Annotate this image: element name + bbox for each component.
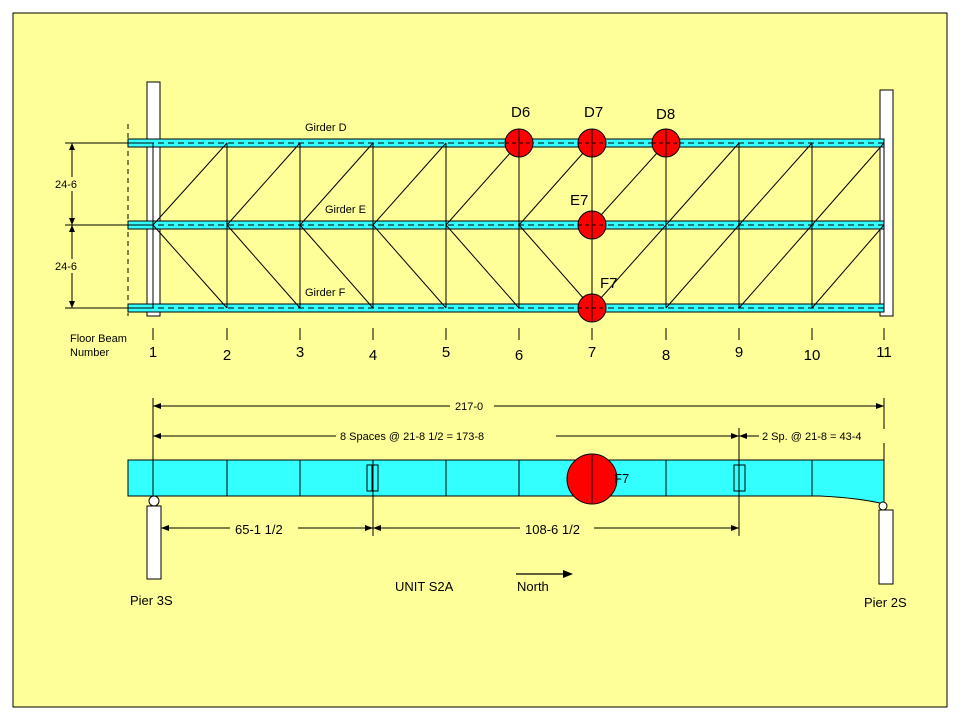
floor-beam-number: 8	[662, 347, 670, 364]
lateral-diagonal	[811, 224, 885, 309]
pier-2s-label: Pier 2S	[864, 595, 907, 610]
floor-beam-number: 2	[223, 347, 231, 364]
marker-label-d7: D7	[584, 104, 603, 121]
lateral-diagonal	[518, 224, 593, 309]
lateral-diagonal	[665, 142, 740, 226]
spaces-dim-left: 8 Spaces @ 21-8 1/2 = 173-8	[340, 431, 484, 443]
overall-dimension	[152, 398, 885, 460]
lower-dim-left: 65-1 1/2	[235, 522, 283, 537]
lateral-framing	[152, 142, 885, 309]
floor-beam-caption-2: Number	[70, 347, 109, 359]
lateral-diagonal	[591, 224, 667, 309]
pier-2s-elevation	[878, 509, 894, 585]
girder-d-label: Girder D	[305, 122, 347, 134]
pier-3s-label: Pier 3S	[130, 593, 173, 608]
floor-beam-number: 11	[876, 344, 892, 361]
pier-3s-elevation	[146, 505, 162, 580]
lateral-diagonal	[372, 224, 447, 309]
spacing-dim-de: 24-6	[55, 179, 77, 191]
floor-beam-number: 1	[149, 344, 157, 361]
lateral-diagonal	[226, 142, 301, 226]
lateral-diagonal	[372, 142, 447, 226]
floor-beam-numbers: 1 2 3 4 5 6 7 8 9 10 11	[149, 344, 892, 364]
floor-beam-caption: Floor Beam	[70, 333, 127, 345]
floor-beam-number: 7	[588, 344, 596, 361]
girder-e-label: Girder E	[325, 204, 366, 216]
lower-dim-right: 108-6 1/2	[525, 522, 580, 537]
overall-dim-text: 217-0	[455, 401, 483, 413]
lateral-diagonal	[299, 142, 374, 226]
background-panel	[12, 12, 948, 708]
marker-label-e7: E7	[570, 192, 588, 209]
lateral-diagonal	[152, 142, 228, 226]
bearing-right	[878, 501, 888, 511]
bearing-left	[148, 495, 160, 507]
elevation-view: 217-0 8 Spaces @ 21-8 1/2 = 173-8 2 Sp. …	[127, 398, 907, 610]
lateral-diagonal	[665, 224, 740, 309]
girder-f-label: Girder F	[305, 287, 346, 299]
marker-label-d8: D8	[656, 106, 675, 123]
pier-right-plan	[879, 89, 894, 317]
floor-beam-ticks	[152, 328, 885, 340]
spacing-dimension-lines	[65, 142, 150, 309]
lateral-diagonal	[738, 142, 813, 226]
plan-view: Girder D Girder E Girder F 24-6 24-6 Flo…	[50, 81, 894, 364]
lateral-diagonal	[811, 142, 885, 226]
spaces-dim-right: 2 Sp. @ 21-8 = 43-4	[762, 431, 862, 443]
lateral-diagonal	[445, 142, 520, 226]
floor-beam-number: 3	[296, 344, 304, 361]
lateral-diagonal	[591, 142, 667, 226]
elevation-marker-label: F7	[614, 471, 629, 486]
lateral-diagonal	[299, 224, 374, 309]
floor-beam-number: 4	[369, 347, 377, 364]
marker-label-f7: F7	[600, 275, 618, 292]
lateral-diagonal	[445, 224, 520, 309]
lateral-diagonal	[226, 224, 301, 309]
lateral-diagonal	[738, 224, 813, 309]
marker-label-d6: D6	[511, 104, 530, 121]
floor-beam-number: 5	[442, 344, 450, 361]
lateral-diagonal	[518, 142, 593, 226]
north-arrow-head	[563, 570, 573, 578]
north-label: North	[517, 579, 549, 594]
floor-beam-number: 9	[735, 344, 743, 361]
spacing-dim-ef: 24-6	[55, 261, 77, 273]
floor-beam-number: 6	[515, 347, 523, 364]
unit-label: UNIT S2A	[395, 579, 454, 594]
floor-beam-number: 10	[804, 347, 821, 364]
lateral-diagonal	[152, 224, 228, 309]
